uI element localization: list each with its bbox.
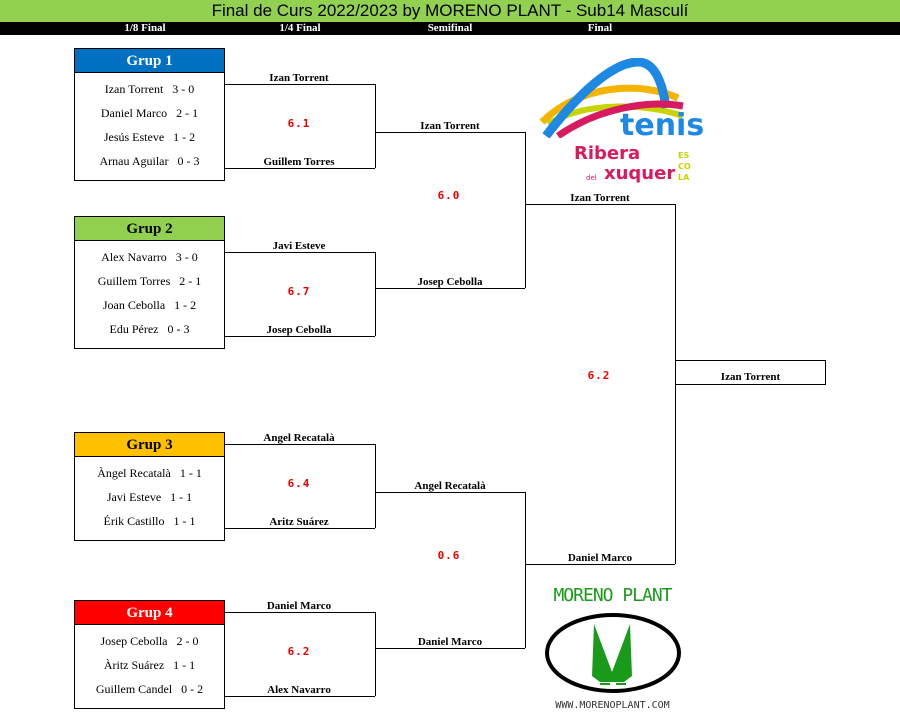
logo-text: del <box>586 174 597 182</box>
match-player: Izan Torrent <box>269 72 329 84</box>
group-row: Guillem Candel 0 - 2 <box>95 682 204 696</box>
logo-text: tenis <box>620 108 705 143</box>
group-header: Grup 4 <box>75 601 224 625</box>
bracket-line <box>525 564 675 565</box>
match-player: Daniel Marco <box>567 552 633 564</box>
group-row: Arnau Aguilar 0 - 3 <box>99 154 200 168</box>
match-score: 6.0 <box>437 189 461 202</box>
logo-text: MORENO PLANT <box>553 585 672 606</box>
match-score: 6.1 <box>287 117 311 130</box>
group-3-box: Grup 3 Àngel Recatalà 1 - 1 Javi Esteve … <box>74 432 225 541</box>
match-score: 6.2 <box>587 369 611 382</box>
bracket-line <box>224 612 375 613</box>
phase-label: 1/4 Final <box>279 22 321 34</box>
group-row: Àritz Suárez 1 - 1 <box>103 658 196 672</box>
group-row: Joan Cebolla 1 - 2 <box>102 298 197 312</box>
bracket-line <box>224 168 375 169</box>
match-score: 6.4 <box>287 477 311 490</box>
moreno-plant-logo: MORENO PLANT WWW.MORENOPLANT.COM <box>540 580 685 715</box>
phase-label: 1/8 Final <box>124 22 166 34</box>
group-row: Daniel Marco 2 - 1 <box>100 106 199 120</box>
match-score: 6.7 <box>287 285 311 298</box>
match-player: Alex Navarro <box>267 684 331 696</box>
champion-box: Izan Torrent <box>675 360 826 385</box>
logo-text: ES CO LA <box>678 151 691 182</box>
group-row: Alex Navarro 3 - 0 <box>101 250 198 264</box>
page-title: Final de Curs 2022/2023 by MORENO PLANT … <box>0 0 900 22</box>
tenis-ribera-xuquer-logo: tenis Ribera xuquer del ES CO LA <box>538 58 704 186</box>
match-player: Aritz Suárez <box>269 516 329 528</box>
logo-text: xuquer <box>604 163 676 184</box>
match-player: Angel Recatalà <box>263 432 335 444</box>
group-2-box: Grup 2 Alex Navarro 3 - 0 Guillem Torres… <box>74 216 225 349</box>
group-header: Grup 1 <box>75 49 224 73</box>
bracket-line <box>525 132 526 288</box>
phase-label: Semifinal <box>427 22 473 34</box>
match-player: Josep Cebolla <box>417 276 483 288</box>
match-player: Javi Esteve <box>272 240 326 252</box>
group-row: Josep Cebolla 2 - 0 <box>100 634 199 648</box>
group-row: Àngel Recatalà 1 - 1 <box>97 466 202 480</box>
bracket-line <box>375 132 525 133</box>
match-player: Izan Torrent <box>570 192 630 204</box>
group-row: Javi Esteve 1 - 1 <box>106 490 193 504</box>
bracket-line <box>375 648 525 649</box>
group-row: Edu Pérez 0 - 3 <box>109 322 190 336</box>
match-score: 0.6 <box>437 549 461 562</box>
group-1-box: Grup 1 Izan Torrent 3 - 0 Daniel Marco 2… <box>74 48 225 181</box>
match-player: Josep Cebolla <box>266 324 332 336</box>
group-header: Grup 2 <box>75 217 224 241</box>
match-player: Izan Torrent <box>420 120 480 132</box>
bracket-line <box>375 252 376 336</box>
logo-arcs-icon <box>539 58 684 138</box>
bracket-line <box>224 444 375 445</box>
group-header: Grup 3 <box>75 433 224 457</box>
group-4-box: Grup 4 Josep Cebolla 2 - 0 Àritz Suárez … <box>74 600 225 709</box>
bracket-line <box>375 288 525 289</box>
phase-header-bar: 1/8 Final 1/4 Final Semifinal Final <box>0 22 900 35</box>
bracket-line <box>375 612 376 696</box>
group-row: Guillem Torres 2 - 1 <box>97 274 202 288</box>
bracket-line <box>375 444 376 528</box>
logo-text: WWW.MORENOPLANT.COM <box>555 700 670 711</box>
match-score: 6.2 <box>287 645 311 658</box>
bracket-line <box>224 252 375 253</box>
logo-text: Ribera <box>574 143 641 164</box>
phase-label: Final <box>587 22 613 34</box>
bracket-line <box>224 696 375 697</box>
bracket-line <box>525 492 526 648</box>
bracket-line <box>224 84 375 85</box>
match-player: Angel Recatalà <box>414 480 486 492</box>
match-player: Guillem Torres <box>263 156 335 168</box>
bracket-line <box>224 528 375 529</box>
group-row: Érik Castillo 1 - 1 <box>103 514 196 528</box>
bracket-line <box>224 336 375 337</box>
moreno-m-emblem-icon <box>545 613 681 693</box>
match-player: Daniel Marco <box>266 600 332 612</box>
bracket-line <box>525 204 675 205</box>
bracket-line <box>375 492 525 493</box>
group-row: Jesús Esteve 1 - 2 <box>103 130 196 144</box>
bracket-line <box>375 84 376 168</box>
group-row: Izan Torrent 3 - 0 <box>104 82 195 96</box>
champion-name: Izan Torrent <box>720 371 781 383</box>
match-player: Daniel Marco <box>417 636 483 648</box>
